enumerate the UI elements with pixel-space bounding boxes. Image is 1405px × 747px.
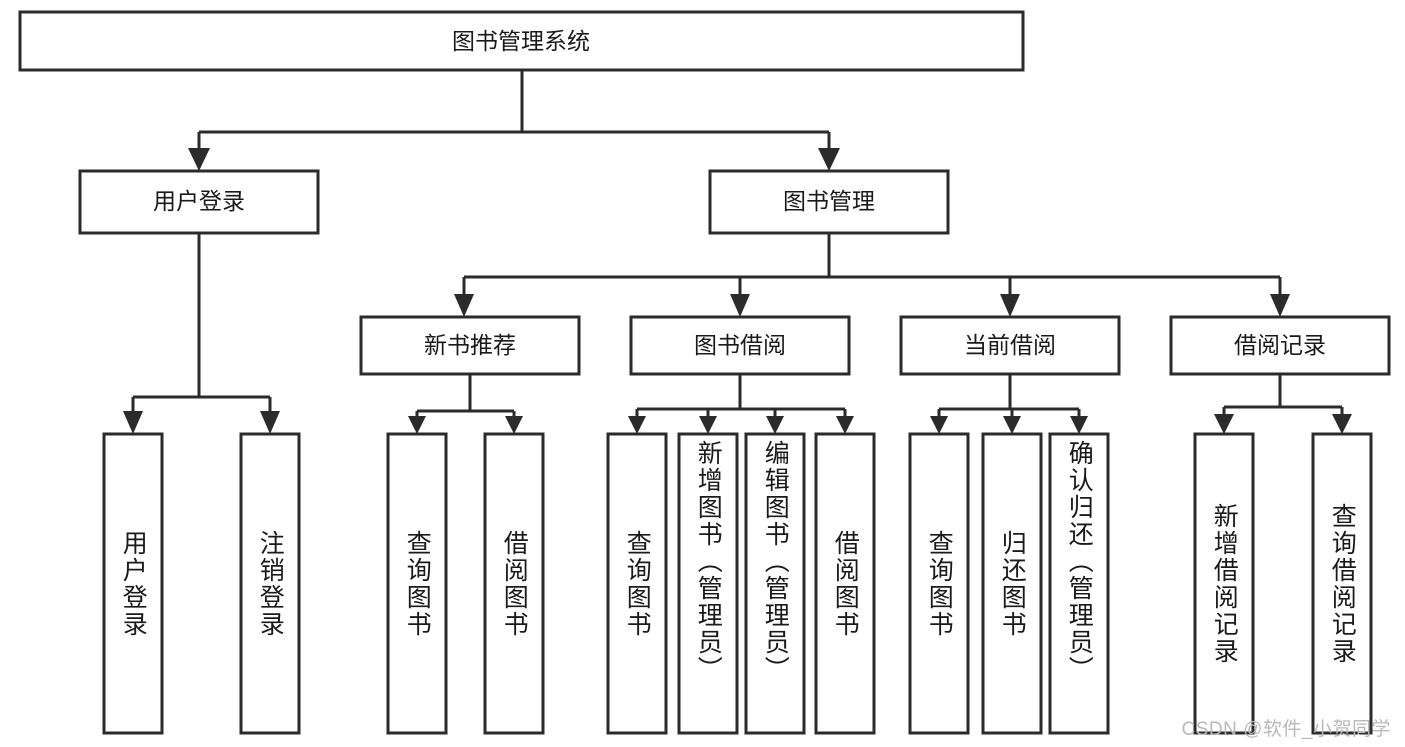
arrowhead-leaf-borrow-book-1 (505, 416, 523, 434)
arrowhead-borrow-record (1270, 294, 1290, 317)
node-borrow-record-rect[interactable] (1169, 315, 1391, 376)
node-user-login-rect[interactable] (78, 169, 320, 235)
node-current-borrow[interactable]: 当前借阅 (899, 315, 1121, 376)
node-leaf-user-login-rect[interactable] (102, 432, 164, 735)
arrowhead-user-login (188, 148, 210, 171)
arrowhead-leaf-add-record (1214, 414, 1234, 434)
leaf-boxes-layer (102, 432, 1373, 735)
arrowhead-leaf-query-record (1332, 414, 1352, 434)
node-leaf-confirm-return-rect[interactable] (1048, 432, 1110, 735)
node-new-book-rec-rect[interactable] (359, 315, 581, 376)
node-leaf-query-book-3-rect[interactable] (908, 432, 970, 735)
arrowhead-current-borrow (1000, 294, 1020, 317)
arrowhead-leaf-add-book (699, 416, 717, 434)
node-book-manage-label: 图书管理 (783, 188, 875, 214)
arrowhead-leaf-query-book-1 (408, 416, 426, 434)
node-leaf-return-book-rect[interactable] (981, 432, 1043, 735)
arrowhead-leaf-user-login (123, 411, 143, 434)
node-current-borrow-label: 当前借阅 (964, 332, 1056, 358)
arrowhead-leaf-edit-book (766, 416, 784, 434)
node-book-borrow-label: 图书借阅 (694, 332, 786, 358)
arrowhead-book-borrow (730, 294, 750, 317)
node-root-rect[interactable] (18, 10, 1025, 72)
arrowhead-book-manage (818, 148, 840, 171)
node-new-book-rec[interactable]: 新书推荐 (359, 315, 581, 376)
arrowhead-leaf-user-logout (260, 411, 280, 434)
node-book-manage[interactable]: 图书管理 (708, 169, 950, 235)
node-leaf-edit-book-rect[interactable] (744, 432, 806, 735)
arrowhead-leaf-query-book-2 (628, 416, 646, 434)
node-borrow-record-label: 借阅记录 (1234, 332, 1326, 358)
node-book-manage-rect[interactable] (708, 169, 950, 235)
node-leaf-borrow-book-2-rect[interactable] (814, 432, 876, 735)
node-user-login[interactable]: 用户登录 (78, 169, 320, 235)
watermark-text: CSDN @软件_小贺同学 (1181, 719, 1391, 740)
node-leaf-user-logout-rect[interactable] (239, 432, 301, 735)
node-root-label: 图书管理系统 (452, 28, 590, 54)
arrowhead-leaf-borrow-book-2 (836, 416, 854, 434)
arrowhead-leaf-return-book (1003, 416, 1021, 434)
node-leaf-query-book-1-rect[interactable] (386, 432, 448, 735)
node-book-borrow[interactable]: 图书借阅 (629, 315, 851, 376)
node-leaf-query-record-rect[interactable] (1311, 432, 1373, 735)
node-leaf-add-record-rect[interactable] (1193, 432, 1255, 735)
node-book-borrow-rect[interactable] (629, 315, 851, 376)
node-new-book-rec-label: 新书推荐 (424, 332, 516, 358)
node-current-borrow-rect[interactable] (899, 315, 1121, 376)
arrowhead-layer (123, 148, 1352, 434)
node-leaf-add-book-rect[interactable] (677, 432, 739, 735)
arrowhead-leaf-confirm-return (1070, 416, 1088, 434)
node-user-login-label: 用户登录 (153, 188, 245, 214)
arrowhead-new-book-rec (454, 294, 474, 317)
node-root[interactable]: 图书管理系统 (18, 10, 1025, 72)
arrowhead-leaf-query-book-3 (930, 416, 948, 434)
node-borrow-record[interactable]: 借阅记录 (1169, 315, 1391, 376)
node-leaf-query-book-2-rect[interactable] (606, 432, 668, 735)
node-leaf-borrow-book-1-rect[interactable] (483, 432, 545, 735)
